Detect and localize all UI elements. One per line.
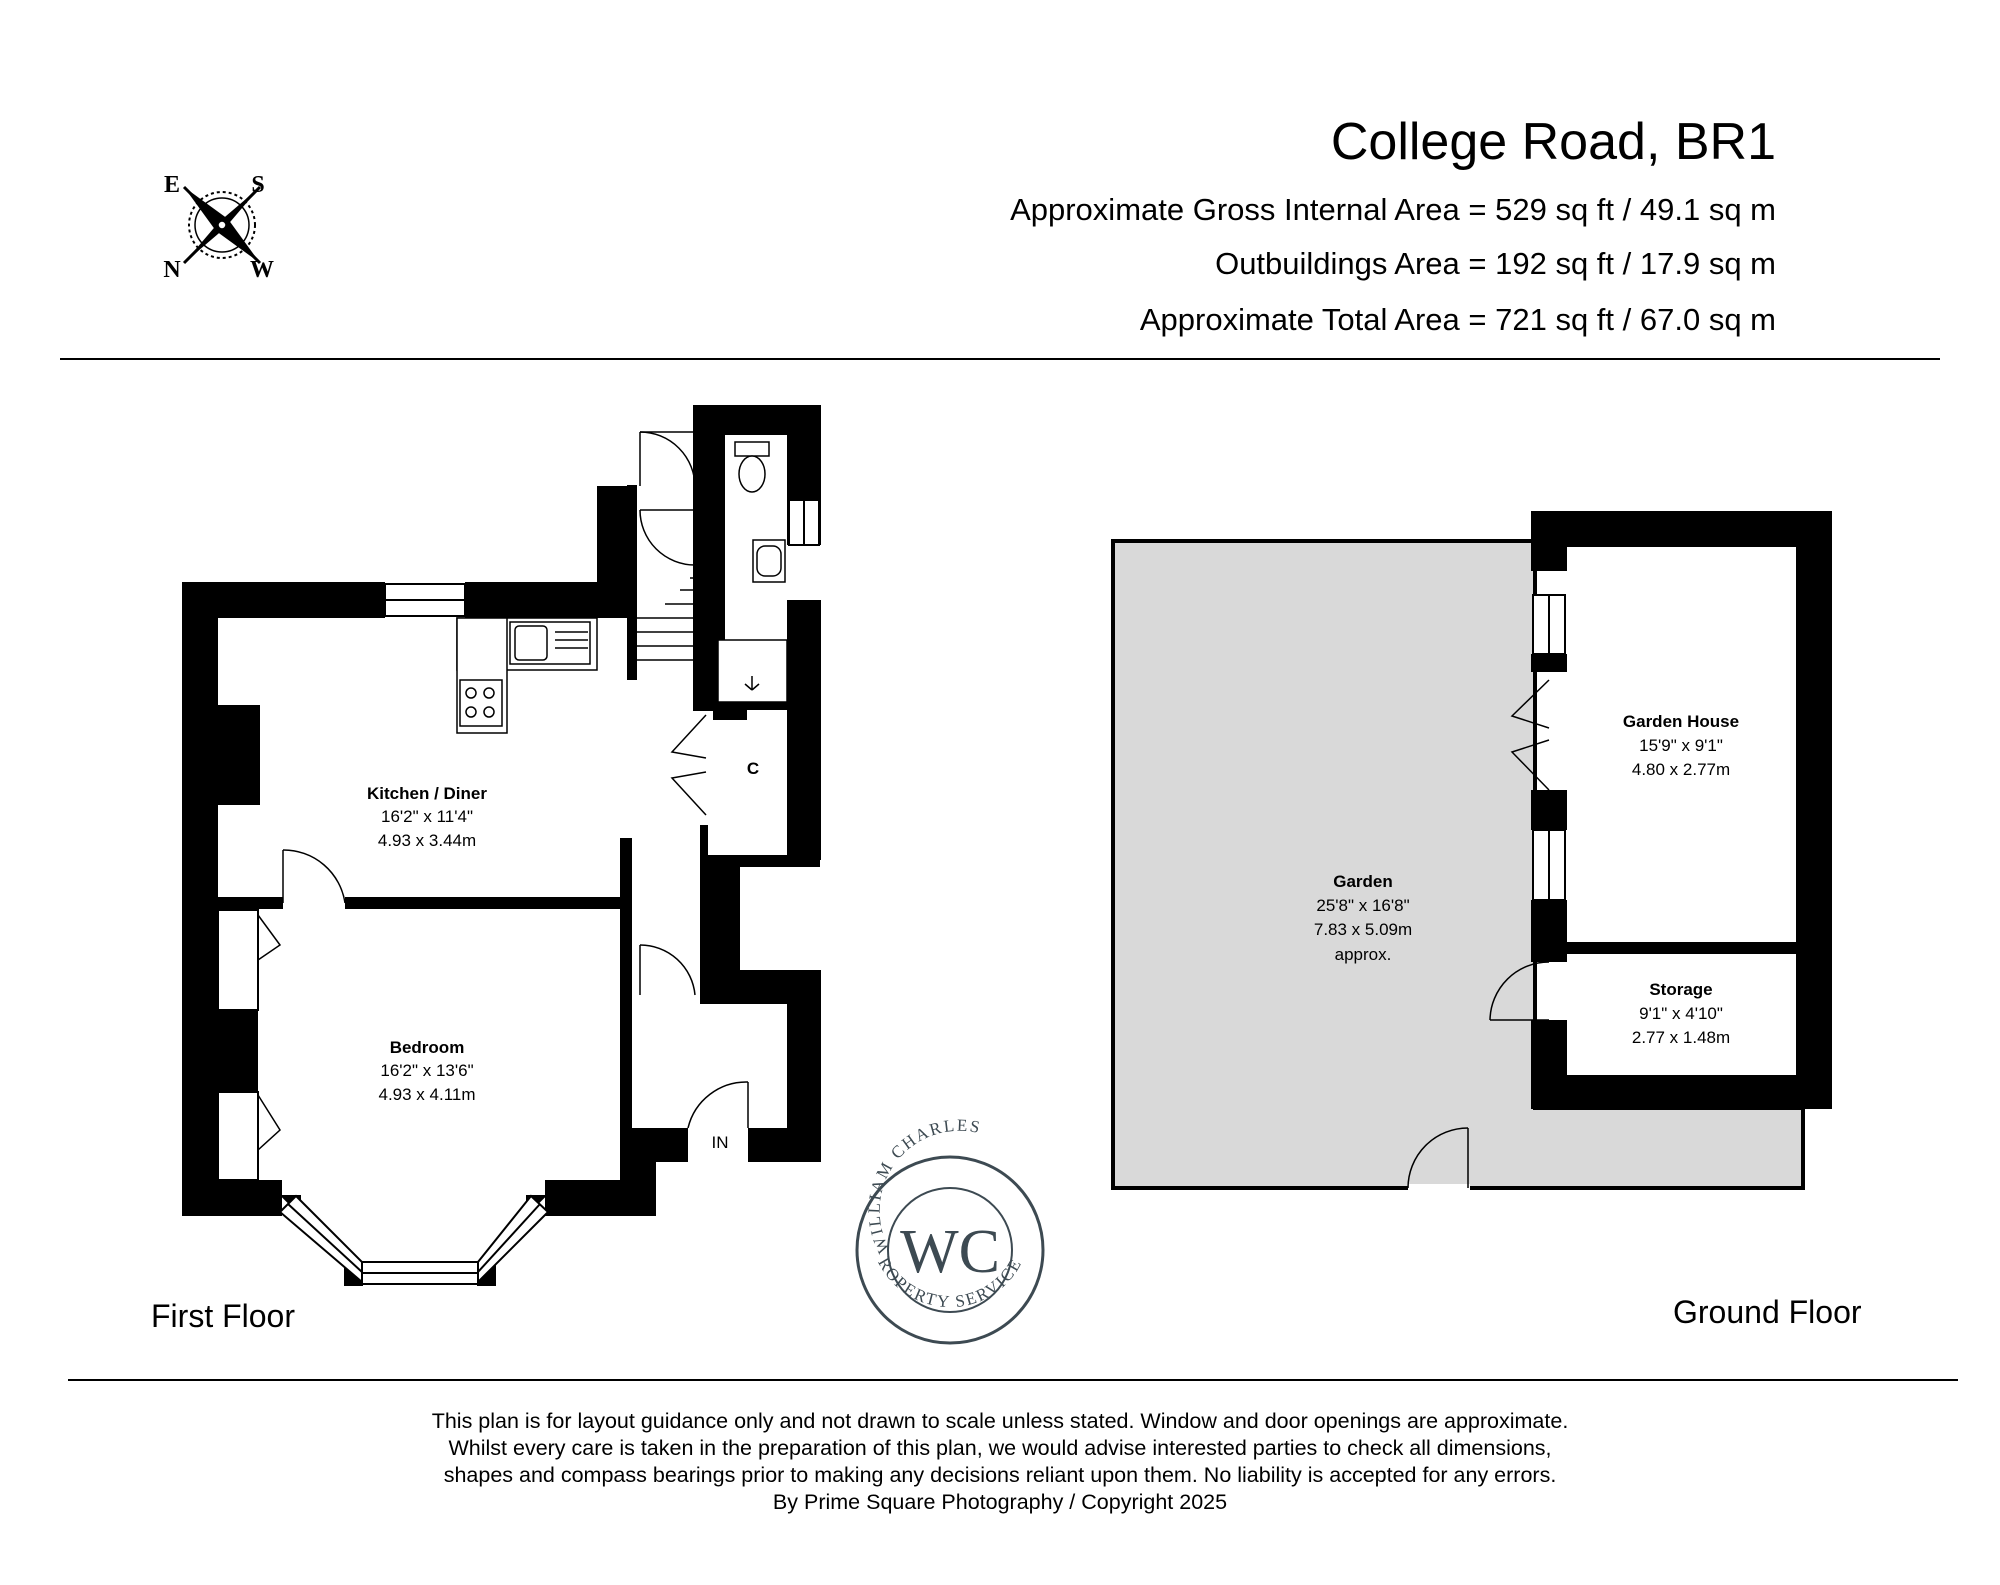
kitchen-metric: 4.93 x 3.44m bbox=[378, 831, 476, 850]
compass-icon: E S N W bbox=[163, 172, 274, 283]
bedroom-metric: 4.93 x 4.11m bbox=[378, 1085, 475, 1104]
first-floor-windows bbox=[217, 499, 820, 1286]
storage-name: Storage bbox=[1649, 980, 1712, 999]
toilet-cistern-icon bbox=[734, 441, 770, 457]
disclaimer: This plan is for layout guidance only an… bbox=[0, 1408, 2000, 1516]
bedroom-name: Bedroom bbox=[390, 1038, 465, 1057]
garden-house-imperial: 15'9" x 9'1" bbox=[1639, 736, 1723, 755]
ground-floor-label: Ground Floor bbox=[1673, 1294, 1862, 1330]
gross-internal-area: Approximate Gross Internal Area = 529 sq… bbox=[1010, 192, 1776, 227]
shower-tray-icon bbox=[717, 639, 788, 703]
disclaimer-line: By Prime Square Photography / Copyright … bbox=[772, 1490, 1228, 1514]
storage-south-wall bbox=[1531, 1075, 1832, 1109]
garden-house-name: Garden House bbox=[1623, 712, 1739, 731]
header-divider bbox=[60, 358, 1940, 360]
toilet-icon bbox=[738, 455, 766, 493]
storage-imperial: 9'1" x 4'10" bbox=[1639, 1004, 1723, 1023]
garden-note: approx. bbox=[1335, 945, 1392, 964]
west-wall bbox=[182, 582, 218, 1216]
compass-w-label: W bbox=[250, 257, 274, 283]
east-wall-mid bbox=[787, 600, 821, 860]
entrance-label: IN bbox=[712, 1133, 729, 1152]
garden-house-metric: 4.80 x 2.77m bbox=[1632, 760, 1730, 779]
bathroom-fittings bbox=[717, 441, 788, 703]
logo-initials: WC bbox=[900, 1218, 1000, 1286]
ground-floor-plan bbox=[1111, 511, 1832, 1192]
garden-name: Garden bbox=[1333, 872, 1393, 891]
disclaimer-line: Whilst every care is taken in the prepar… bbox=[448, 1436, 1552, 1460]
garden-imperial: 25'8" x 16'8" bbox=[1316, 896, 1409, 915]
cupboard-label: C bbox=[747, 759, 759, 778]
storage-metric: 2.77 x 1.48m bbox=[1632, 1028, 1730, 1047]
kitchen-name: Kitchen / Diner bbox=[367, 784, 487, 803]
compass-s-label: S bbox=[251, 172, 264, 198]
first-floor-plan bbox=[182, 405, 821, 1216]
compass-e-label: E bbox=[164, 172, 180, 198]
bedroom-imperial: 16'2" x 13'6" bbox=[380, 1061, 473, 1080]
garden-house-north-wall bbox=[1531, 511, 1832, 547]
footer-divider bbox=[68, 1379, 1958, 1381]
garden-metric: 7.83 x 5.09m bbox=[1314, 920, 1412, 939]
storage-partition bbox=[1567, 942, 1796, 954]
garden-house-east-wall bbox=[1796, 511, 1832, 1109]
plan-title: College Road, BR1 bbox=[1330, 113, 1776, 171]
company-logo: WILLIAM CHARLES PROPERTY SERVICES WC bbox=[0, 0, 1045, 1345]
first-floor-label: First Floor bbox=[151, 1298, 295, 1334]
north-wall-left bbox=[182, 582, 385, 618]
hob-icon bbox=[459, 679, 503, 727]
compass-n-label: N bbox=[163, 257, 181, 283]
bedroom-kitchen-partition bbox=[345, 897, 620, 909]
staircase bbox=[637, 576, 701, 661]
kitchen-fittings bbox=[456, 617, 598, 734]
first-floor-doors bbox=[257, 431, 749, 1151]
kitchen-imperial: 16'2" x 11'4" bbox=[381, 807, 473, 826]
disclaimer-line: shapes and compass bearings prior to mak… bbox=[443, 1463, 1557, 1487]
total-area: Approximate Total Area = 721 sq ft / 67.… bbox=[1139, 302, 1776, 337]
outbuildings-area: Outbuildings Area = 192 sq ft / 17.9 sq … bbox=[1215, 246, 1776, 281]
stair-west-wall bbox=[627, 485, 637, 680]
disclaimer-line: This plan is for layout guidance only an… bbox=[431, 1409, 1569, 1433]
